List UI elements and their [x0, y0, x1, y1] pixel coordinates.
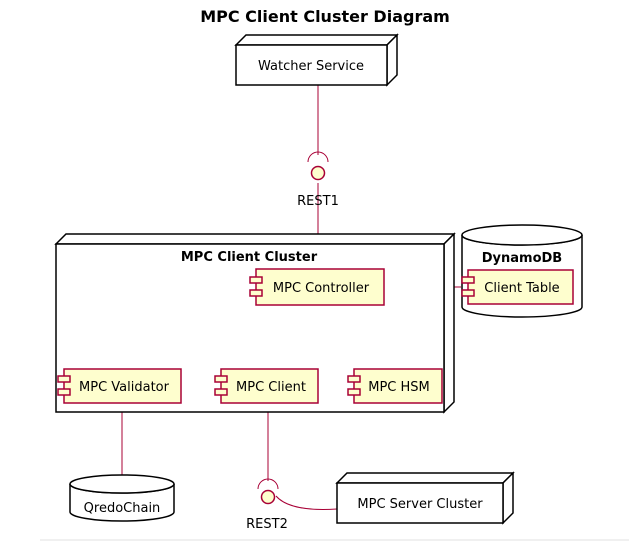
qredochain-label: QredoChain: [84, 501, 161, 516]
controller-label: MPC Controller: [273, 281, 370, 296]
validator-label: MPC Validator: [79, 380, 170, 395]
database-qredochain: QredoChain: [69, 474, 175, 522]
server-cluster-label: MPC Server Cluster: [357, 497, 483, 512]
interface-rest1: REST1: [297, 151, 339, 209]
hsm-label: MPC HSM: [368, 380, 430, 395]
rest1-label: REST1: [297, 194, 339, 209]
dynamodb-label: DynamoDB: [482, 251, 562, 266]
database-dynamodb: DynamoDB Client Table: [461, 224, 583, 318]
client-label: MPC Client: [236, 380, 306, 395]
component-mpc-hsm: MPC HSM: [347, 368, 443, 404]
cluster-label: MPC Client Cluster: [181, 250, 318, 265]
rest2-label: REST2: [246, 517, 288, 532]
node-mpc-server-cluster: MPC Server Cluster: [335, 471, 515, 525]
component-mpc-client: MPC Client: [214, 368, 319, 404]
interface-rest2: REST2: [246, 478, 288, 532]
component-client-table: Client Table: [461, 269, 574, 305]
component-mpc-controller: MPC Controller: [249, 268, 385, 306]
diagram-title: MPC Client Cluster Diagram: [200, 7, 450, 26]
watcher-service-label: Watcher Service: [258, 59, 364, 74]
client-table-label: Client Table: [484, 281, 559, 296]
node-watcher-service: Watcher Service: [234, 33, 399, 87]
component-mpc-validator: MPC Validator: [57, 368, 182, 404]
edge-rest2-servercluster: [275, 495, 338, 510]
